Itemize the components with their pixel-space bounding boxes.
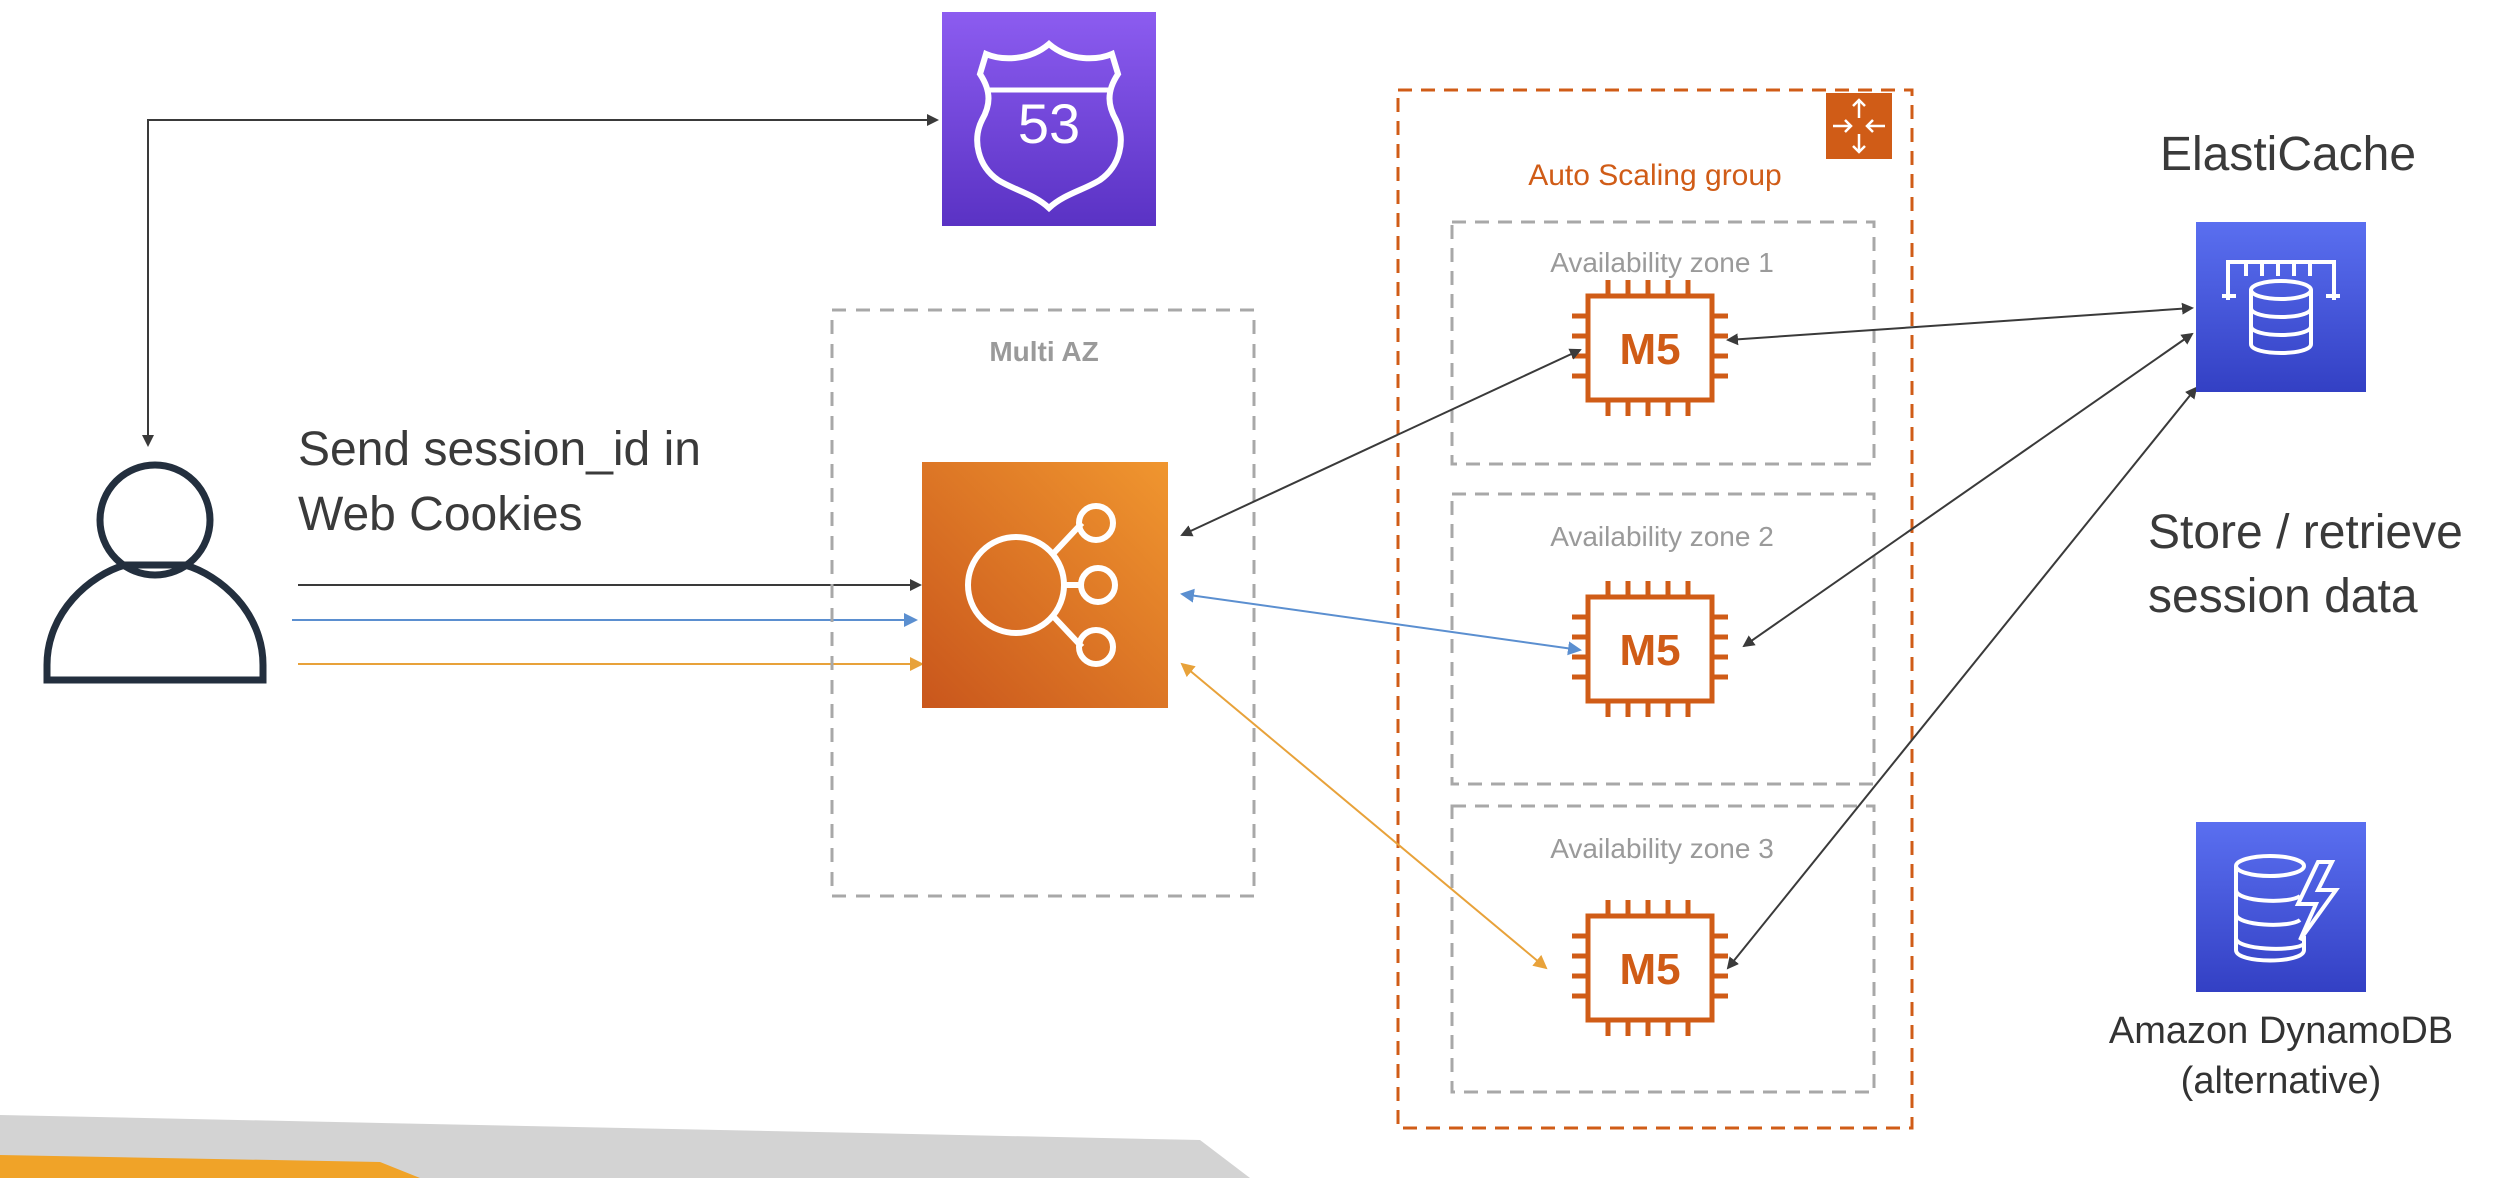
- zone1-label: Availability zone 1: [1550, 247, 1774, 278]
- availability-zone-1: Availability zone 1: [1450, 220, 1876, 466]
- user-icon: [43, 461, 267, 684]
- send-session-label-line2: Web Cookies: [298, 488, 583, 541]
- multi-az-box: Multi AZ: [830, 308, 1256, 898]
- zone3-label: Availability zone 3: [1550, 833, 1774, 864]
- ec2-instance-icon-2: M5: [1572, 581, 1728, 717]
- elasticache-label: ElastiCache: [2160, 128, 2416, 181]
- multi-az-label: Multi AZ: [989, 336, 1098, 367]
- elasticache-icon: [2196, 222, 2366, 392]
- m5-label-2: M5: [1619, 626, 1680, 675]
- route53-connector: [142, 114, 939, 447]
- m5-label-1: M5: [1619, 325, 1680, 374]
- store-retrieve-label-line2: session data: [2148, 570, 2418, 623]
- zone2-label: Availability zone 2: [1550, 521, 1774, 552]
- dynamodb-label-line2: (alternative): [2181, 1060, 2382, 1102]
- load-balancer-icon: [922, 462, 1168, 708]
- route53-number: 53: [1018, 92, 1080, 155]
- dynamodb-icon: [2196, 822, 2366, 992]
- footer-decoration: [0, 1115, 1250, 1178]
- ec2-instance-icon-1: M5: [1572, 280, 1728, 416]
- dynamodb-label-line1: Amazon DynamoDB: [2109, 1010, 2453, 1052]
- route53-icon: 53: [942, 12, 1156, 226]
- elb-to-instances-arrows: [1180, 348, 1582, 970]
- m5-label-3: M5: [1619, 945, 1680, 994]
- ec2-instance-icon-3: M5: [1572, 900, 1728, 1036]
- instances-to-elasticache-arrows: [1726, 302, 2198, 970]
- store-retrieve-label-line1: Store / retrieve: [2148, 506, 2463, 559]
- auto-scaling-group-label: Auto Scaling group: [1528, 159, 1782, 192]
- auto-scaling-icon: [1826, 93, 1892, 159]
- send-session-label-line1: Send session_id in: [298, 423, 701, 476]
- user-to-elb-arrows: [292, 579, 924, 671]
